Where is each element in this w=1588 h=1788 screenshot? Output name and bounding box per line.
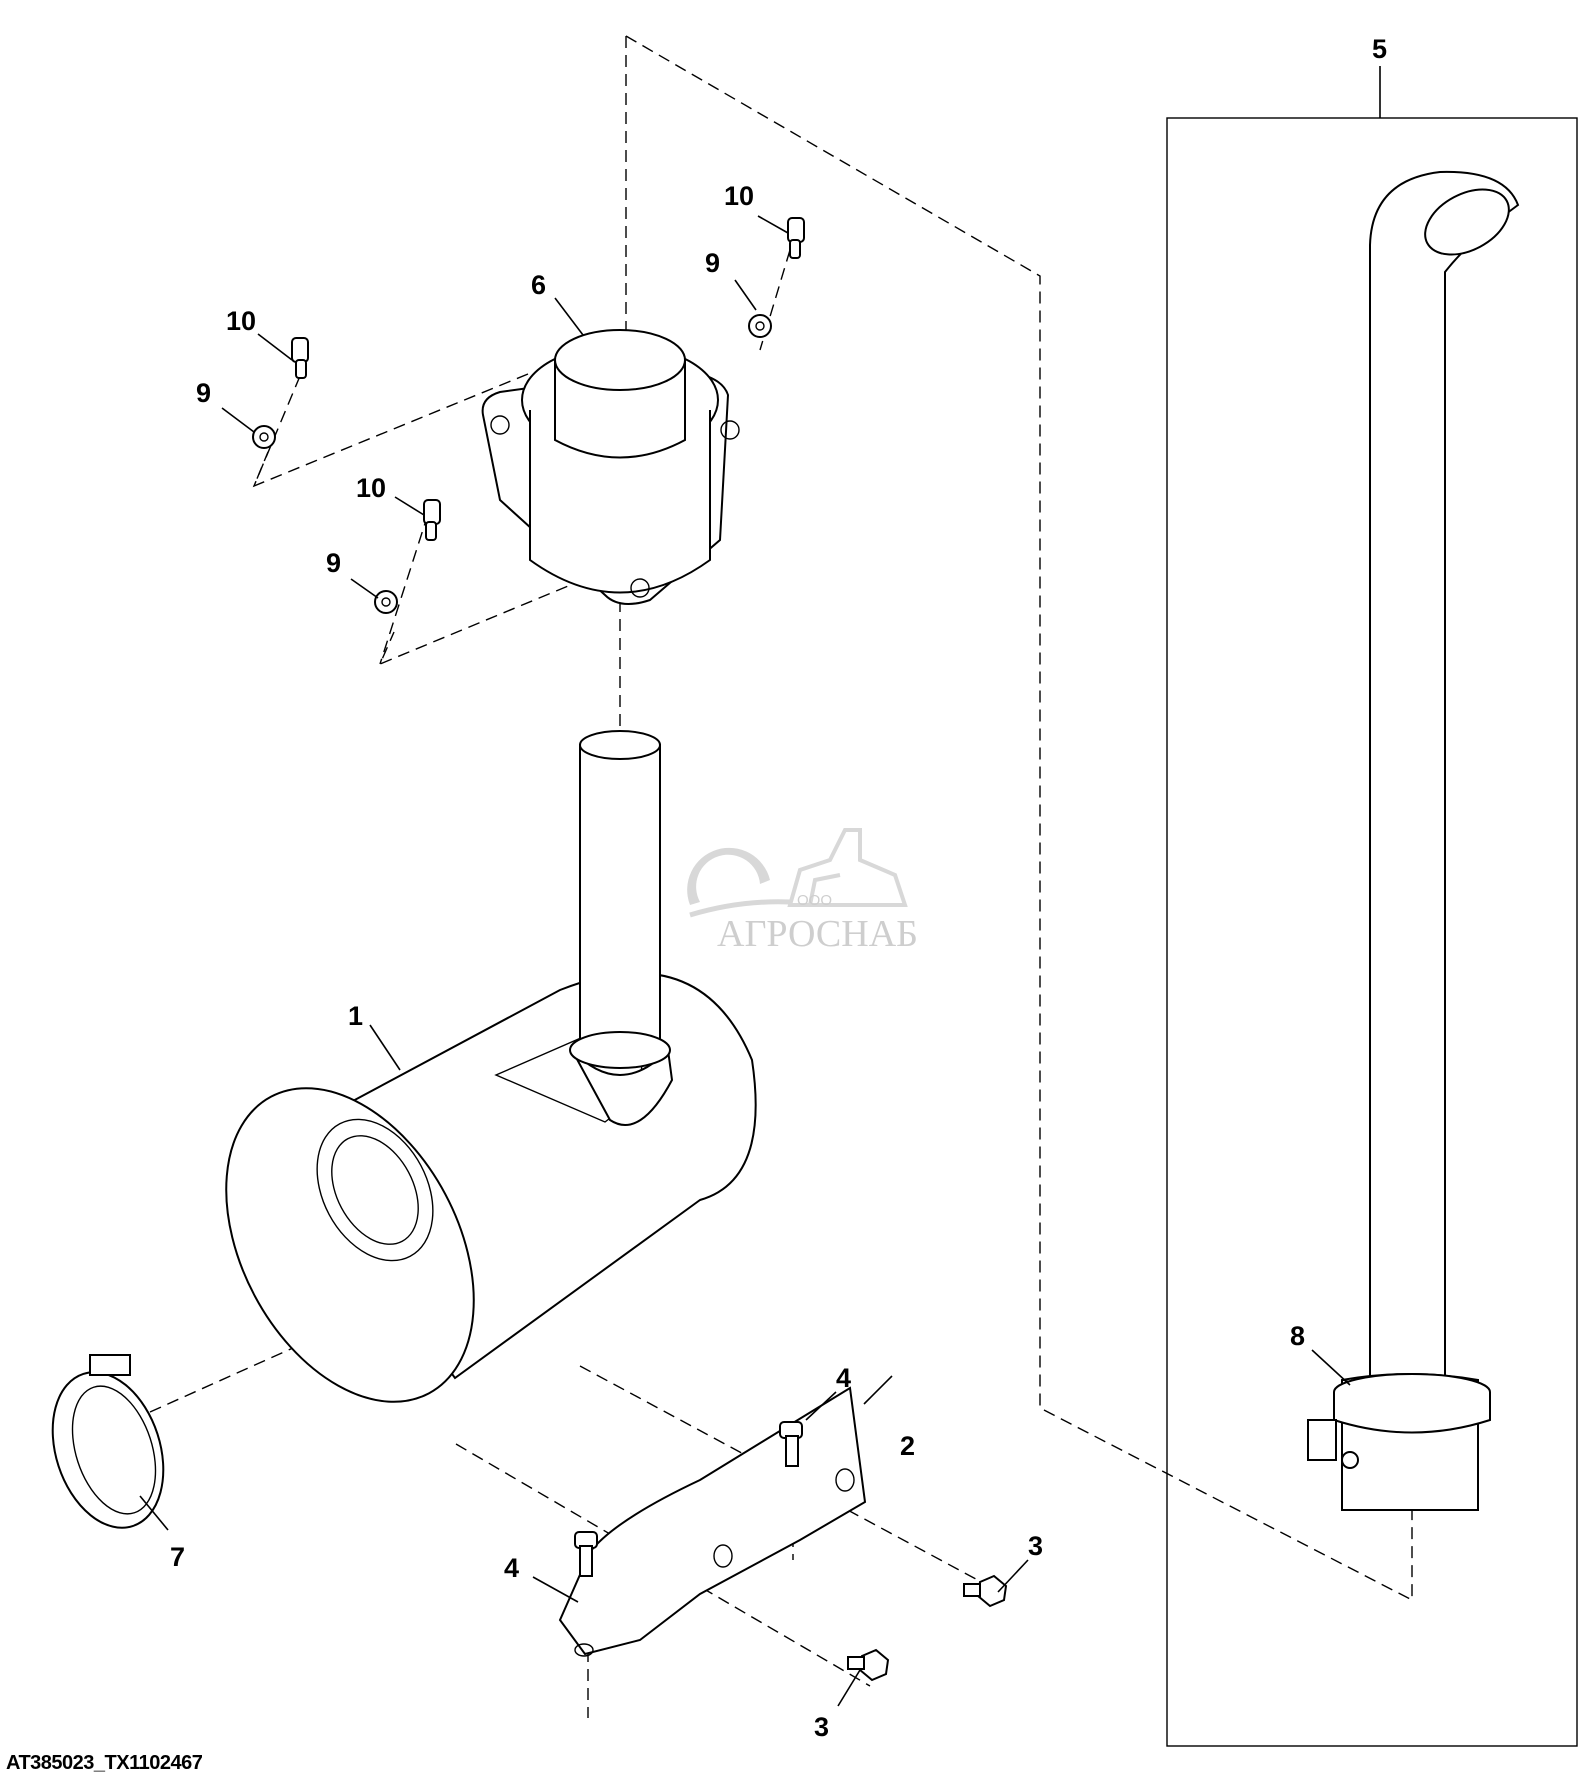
callout-labels: 5 10 9 6 10 9 10 9 1 8 4 2 7 4 3 3: [170, 34, 1387, 1742]
callout-5: 7: [170, 1542, 185, 1572]
callout-2: 2: [900, 1431, 915, 1461]
watermark-prefix: ООО: [797, 892, 832, 909]
part-6-adapter-flange: [481, 297, 740, 605]
part-8-stack-clamp: [1307, 1349, 1491, 1469]
watermark-swoosh: [689, 899, 791, 918]
callout-3a: 3: [1028, 1531, 1043, 1561]
fasteners-3-4: [532, 1391, 1029, 1707]
callout-3b: 3: [814, 1712, 829, 1742]
watermark-gear-icon: [687, 847, 770, 905]
watermark-combine-icon: [787, 828, 908, 907]
watermark-name: АГРОСНАБ: [717, 913, 918, 955]
screw-3a: [963, 1574, 1008, 1608]
screw-10b: [423, 499, 441, 541]
callout-4b: 4: [504, 1553, 519, 1583]
callout-9c: 9: [705, 248, 720, 278]
part-7-exhaust-stack: [1166, 66, 1578, 1747]
part-1-muffler: [225, 730, 757, 1403]
watermark-logo: ООО АГРОСНАБ: [687, 828, 918, 955]
washer-9c: [748, 314, 772, 338]
screw-4b: [574, 1531, 598, 1577]
callout-7: 5: [1372, 34, 1387, 64]
part-5-band-clamp: [51, 1354, 169, 1531]
part-2-support-bracket: [558, 1375, 893, 1657]
callout-8: 8: [1290, 1321, 1305, 1351]
screw-10a: [291, 337, 309, 379]
washer-9b: [374, 590, 398, 614]
callout-10c: 10: [724, 181, 754, 211]
callout-9a: 9: [196, 378, 211, 408]
stack-group-box: [1166, 117, 1578, 1747]
callout-4a: 4: [836, 1363, 851, 1393]
screw-4a: [779, 1421, 803, 1467]
callout-9b: 9: [326, 548, 341, 578]
screw-10c: [787, 217, 805, 259]
screw-3b: [847, 1648, 890, 1682]
callout-10a: 10: [226, 306, 256, 336]
fasteners-9-10: [221, 215, 805, 614]
callout-10b: 10: [356, 473, 386, 503]
washer-9a: [252, 425, 276, 449]
callout-1: 1: [348, 1001, 363, 1031]
figure-id-caption: AT385023_TX1102467: [6, 1752, 203, 1774]
callout-6: 6: [531, 270, 546, 300]
